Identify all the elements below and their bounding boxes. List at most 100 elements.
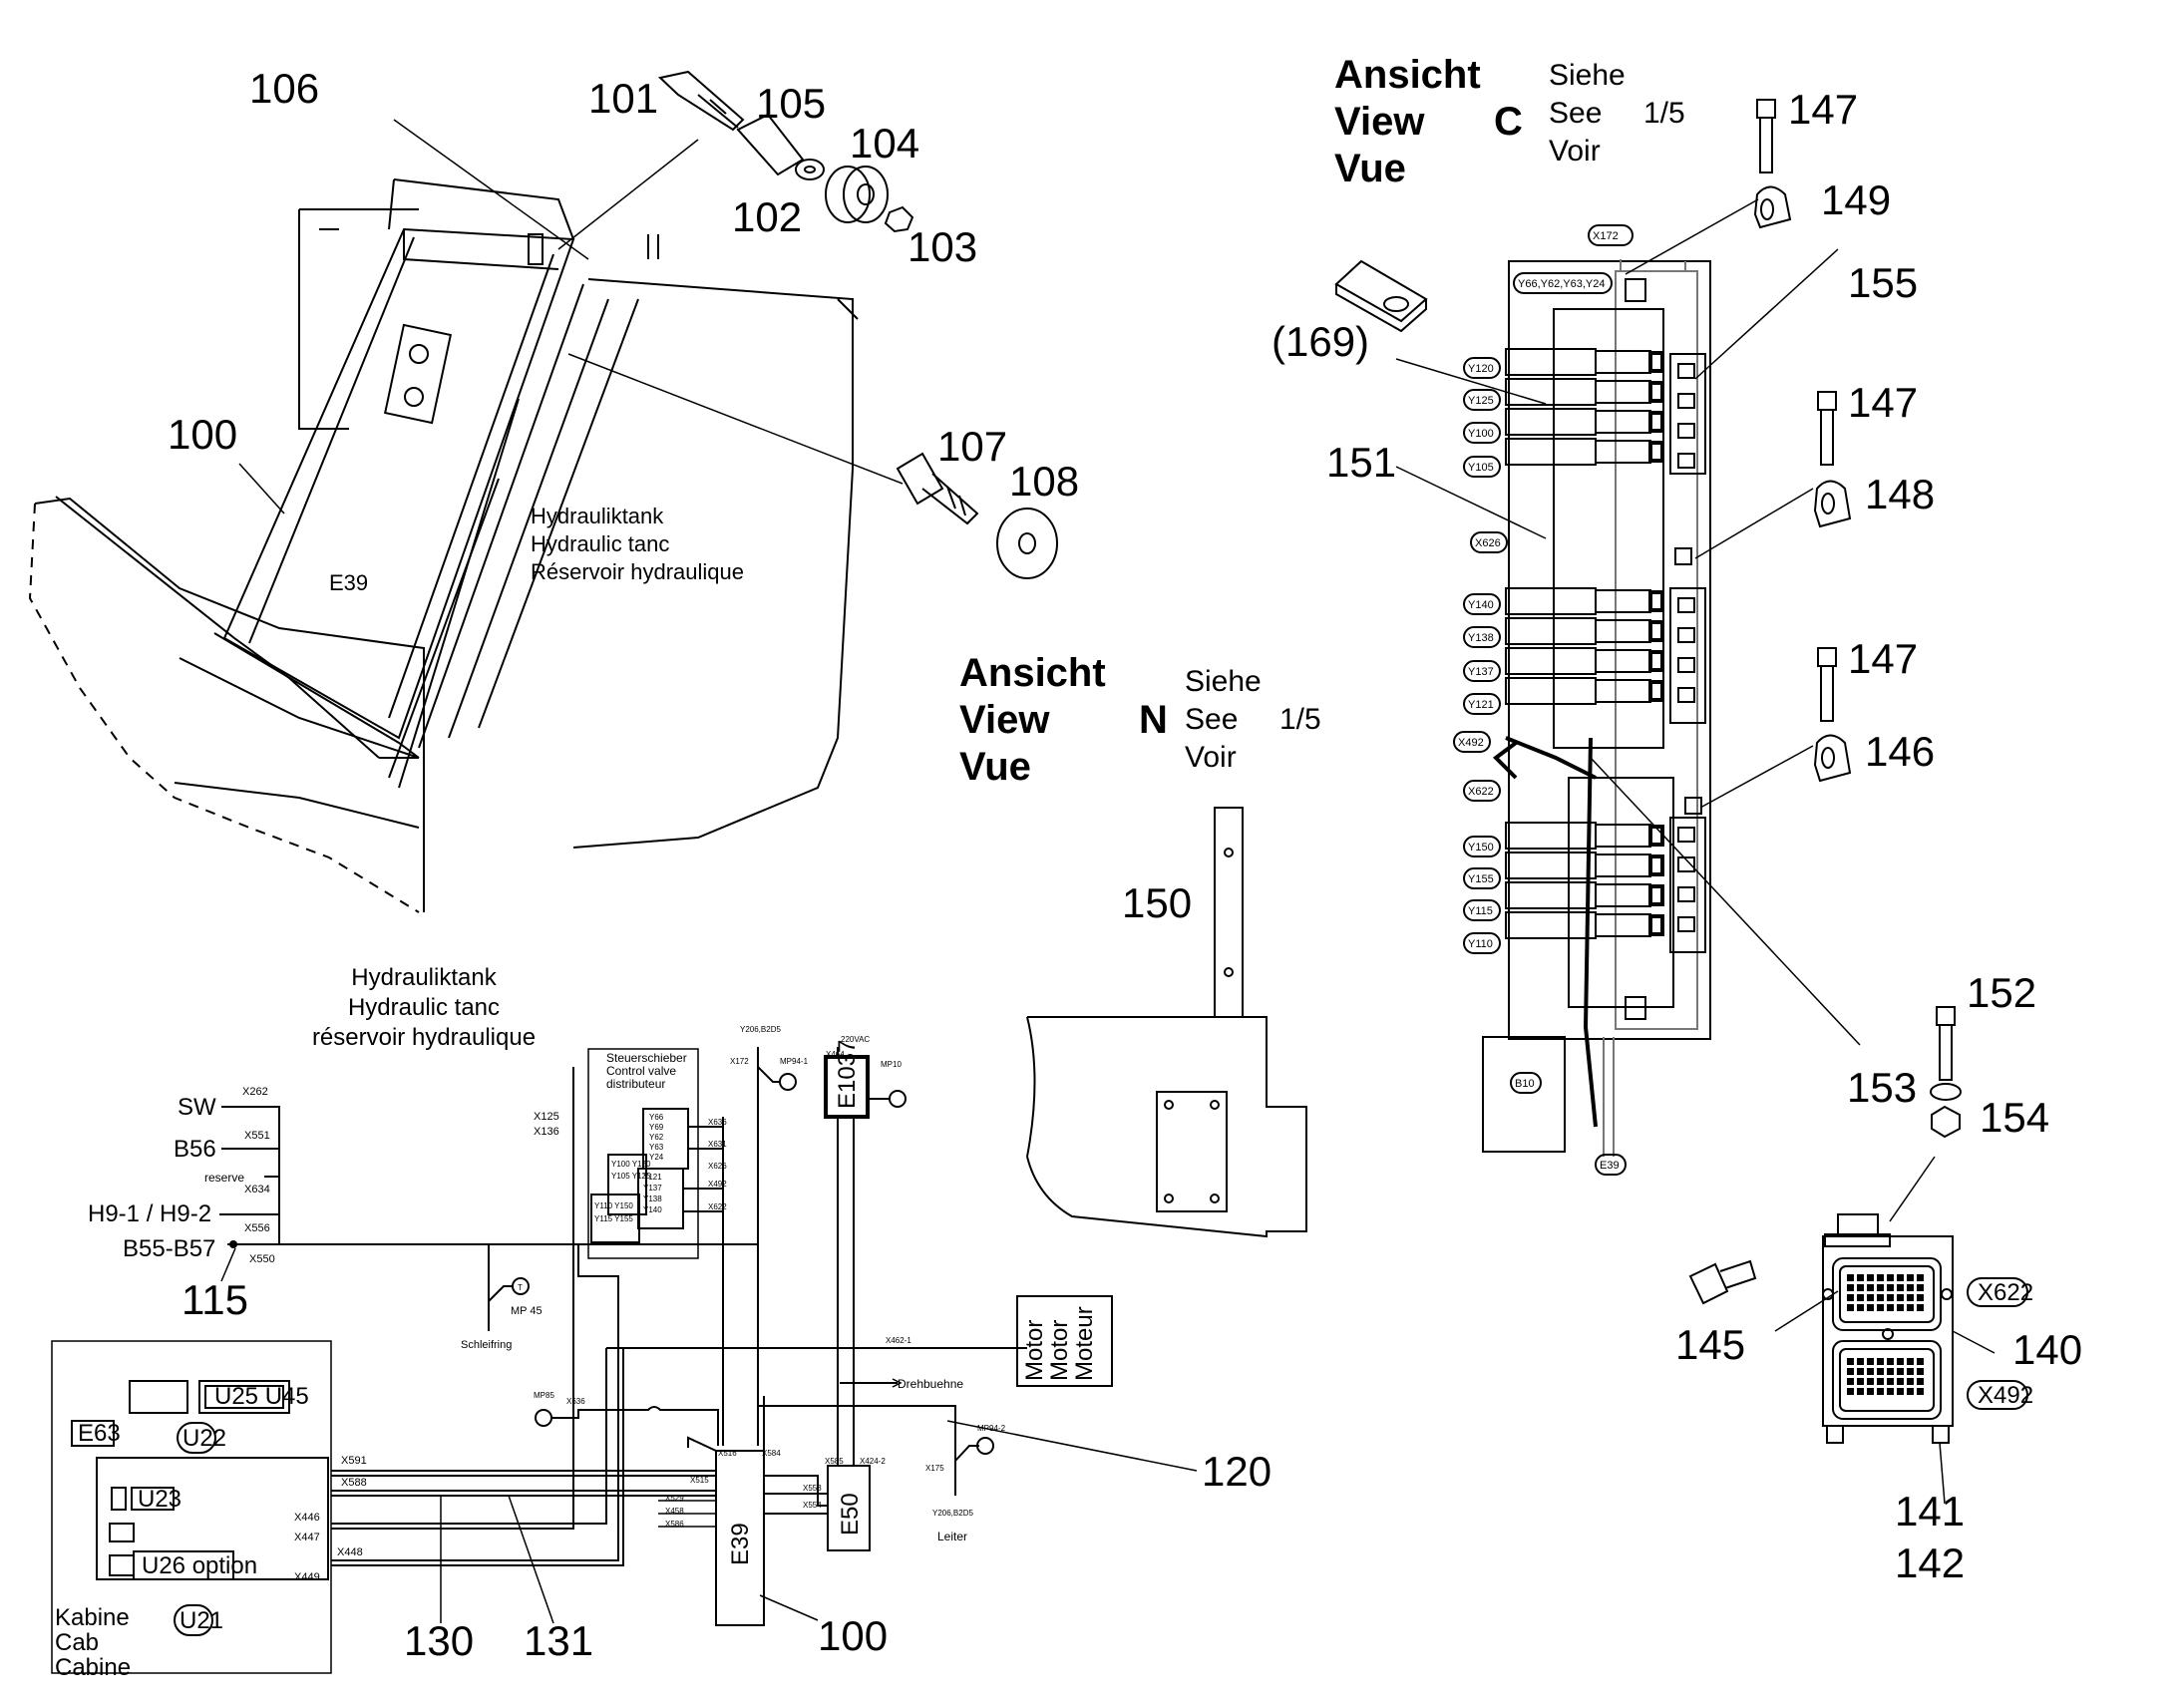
panel-label-x626: X626 (1475, 537, 1501, 549)
view-n-ansicht: Ansicht (959, 651, 1106, 695)
schematic-b55: B55-B57 (123, 1235, 215, 1262)
view-n-see: See (1185, 703, 1238, 736)
terminal-screw (1677, 393, 1695, 409)
x464-label: X464 (826, 1050, 845, 1059)
connector-pin (1887, 1294, 1894, 1301)
x172-label: X172 (730, 1057, 749, 1066)
drehbuehne-label: Drehbuehne (898, 1377, 963, 1391)
cab-label-de: Kabine (55, 1604, 130, 1631)
panel-label-pill (1470, 531, 1508, 553)
x585-label: X585 (825, 1457, 844, 1466)
view-c-siehe: Siehe (1549, 59, 1626, 92)
part-number-150: 150 (1122, 879, 1192, 926)
e63-box: E63 (78, 1420, 121, 1447)
x424-label: X424-2 (860, 1457, 886, 1466)
panel-label-pill (1463, 780, 1501, 802)
connector-pin (1867, 1378, 1874, 1385)
connector-pin (1877, 1294, 1884, 1301)
tank-label-en: Hydraulic tanc (531, 531, 669, 556)
panel-label-y110: Y110 (1468, 938, 1493, 950)
valve-coil (1595, 883, 1651, 907)
view-c-view: View (1334, 100, 1425, 144)
connector-pin (1907, 1388, 1914, 1395)
view-c-see: See (1549, 97, 1602, 130)
connector-pin (1907, 1274, 1914, 1281)
valve-coil (1595, 824, 1651, 848)
panel-label-ylist: Y66,Y62,Y63,Y24 (1518, 278, 1605, 290)
connector-pin (1897, 1388, 1904, 1395)
schematic-sw: SW (178, 1094, 216, 1121)
connector-pin (1847, 1294, 1854, 1301)
connector-pin (1867, 1368, 1874, 1375)
schematic-tank-fr: réservoir hydraulique (312, 1024, 536, 1051)
view-c-voir: Voir (1549, 135, 1601, 168)
view-c-ansicht: Ansicht (1334, 53, 1481, 97)
panel-label-pill (1463, 660, 1501, 682)
conn-x556: X556 (244, 1222, 270, 1234)
part-number-107: 107 (937, 423, 1007, 470)
schematic-tank-de: Hydrauliktank (351, 964, 497, 991)
valve-y137: Y137 (643, 1184, 662, 1193)
connector-pin (1907, 1304, 1914, 1311)
mp45-label: MP 45 (511, 1305, 543, 1317)
connector-pin (1887, 1358, 1894, 1365)
panel-label-pill (1463, 693, 1501, 715)
part-number-131: 131 (524, 1617, 593, 1664)
valve-plug (1648, 825, 1664, 847)
terminal-screw (1677, 453, 1695, 469)
valve-block (1505, 881, 1597, 909)
x516-label: X516 (718, 1449, 737, 1458)
valve-block (1505, 647, 1597, 675)
clip-169 (1334, 259, 1428, 333)
panel-label-b10: B10 (1515, 1078, 1535, 1090)
valve-y140: Y140 (643, 1205, 662, 1214)
valve-coil (1595, 679, 1651, 703)
valve-y63: Y63 (649, 1143, 664, 1152)
panel-label-y137: Y137 (1468, 666, 1494, 678)
terminal-screw (1677, 886, 1695, 902)
connector-pin (1857, 1304, 1864, 1311)
connector-pin (1877, 1304, 1884, 1311)
connector-pin (1907, 1358, 1914, 1365)
valve-block (1505, 852, 1597, 879)
u23-box: U23 (138, 1486, 182, 1513)
view-n-voir: Voir (1185, 741, 1237, 774)
valve-block (1505, 617, 1597, 645)
part-number-130: 130 (404, 1617, 474, 1664)
connector-pin (1897, 1284, 1904, 1291)
vac-label: 220VAC (841, 1035, 870, 1044)
part-number-149: 149 (1821, 176, 1891, 223)
valve-plug (1648, 411, 1664, 433)
x449-label: X449 (294, 1571, 320, 1583)
panel-label-y105: Y105 (1468, 462, 1494, 474)
part-number-151: 151 (1326, 439, 1396, 486)
tank-label-fr: Réservoir hydraulique (531, 559, 744, 584)
panel-label-y150: Y150 (1468, 842, 1494, 854)
valve-coil (1595, 913, 1651, 937)
connector-pin (1877, 1388, 1884, 1395)
panel-label-pill (1513, 272, 1613, 294)
y206b-label: Y206,B2D5 (932, 1509, 973, 1518)
valve-coil (1595, 410, 1651, 434)
part-number-141: 141 (1895, 1488, 1965, 1535)
valve-y24: Y24 (649, 1153, 664, 1162)
x447-label: X447 (294, 1532, 320, 1543)
leiter-label: Leiter (937, 1530, 967, 1543)
panel-label-y138: Y138 (1468, 632, 1494, 644)
valve-plug (1648, 650, 1664, 672)
valve-block (1505, 911, 1597, 939)
terminal-screw (1677, 363, 1695, 379)
connector-pin (1867, 1388, 1874, 1395)
connector-pin (1887, 1388, 1894, 1395)
x462-label: X462-1 (886, 1336, 911, 1345)
conn-x634: X634 (244, 1184, 270, 1196)
connector-pin (1907, 1378, 1914, 1385)
motor-label-3: Moteur (1071, 1306, 1098, 1381)
bracket-150-drawing (1026, 807, 1307, 1238)
panel-label-x492: X492 (1458, 737, 1484, 749)
valve-y105: Y105 Y125 (611, 1172, 651, 1181)
valve-coil (1595, 589, 1651, 613)
connector-pin (1857, 1368, 1864, 1375)
mp85-label: MP85 (534, 1391, 554, 1400)
connector-pin (1897, 1304, 1904, 1311)
